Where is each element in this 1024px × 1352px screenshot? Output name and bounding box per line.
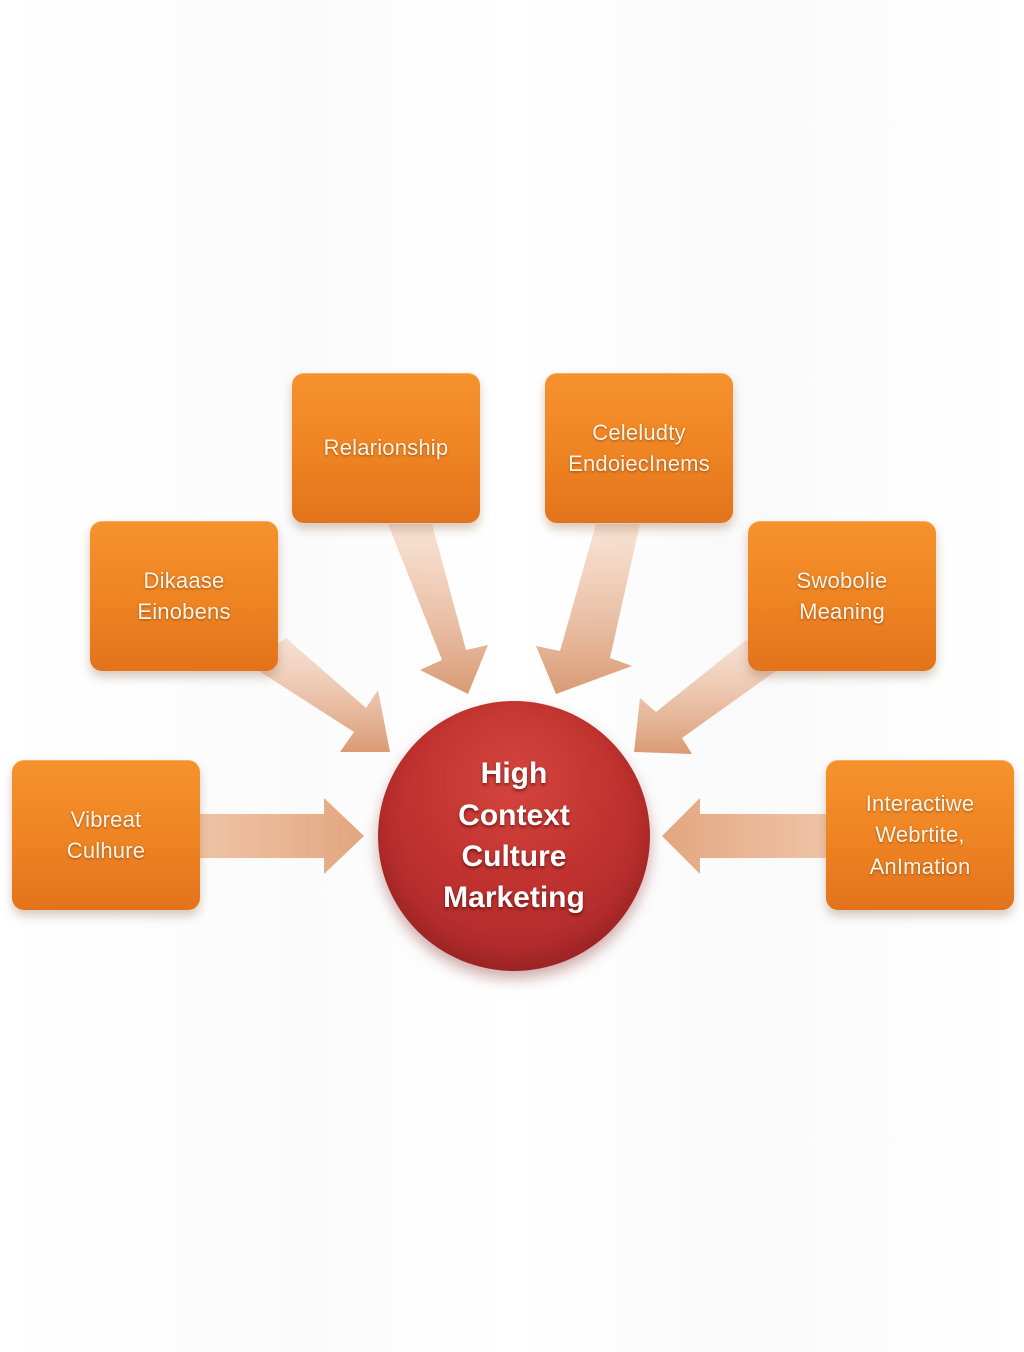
center-label: High Context Culture Marketing [443,757,585,915]
node-dikaase: Dikaase Einobens [90,521,278,671]
arrow-interactive [662,798,828,874]
arrow-symbolic [634,640,780,754]
node-dikaase-label: Dikaase Einobens [137,567,231,624]
node-symbolic-meaning: Swobolie Meaning [748,521,936,671]
node-interactive-label: Interactiwe Webrtite, AnImation [865,791,975,879]
arrow-celebrity [536,524,640,694]
node-relationship: Relarionship [292,373,480,523]
node-relationship-label: Relarionship [323,435,449,461]
node-vibrant-label: Vibreat Culhure [66,806,146,863]
arrow-vibrant [198,798,364,874]
arrow-relationship [388,524,488,694]
center-circle: High Context Culture Marketing [378,701,650,971]
node-celebrity-endorsements: Celeludty EndoiecInems [545,373,733,523]
node-celebrity-label: Celeludty EndoiecInems [568,419,710,476]
node-interactive-website: Interactiwe Webrtite, AnImation [826,760,1014,910]
node-vibrant-culture: Vibreat Culhure [12,760,200,910]
arrow-dikaase [248,638,390,752]
node-symbolic-label: Swobolie Meaning [796,567,888,624]
